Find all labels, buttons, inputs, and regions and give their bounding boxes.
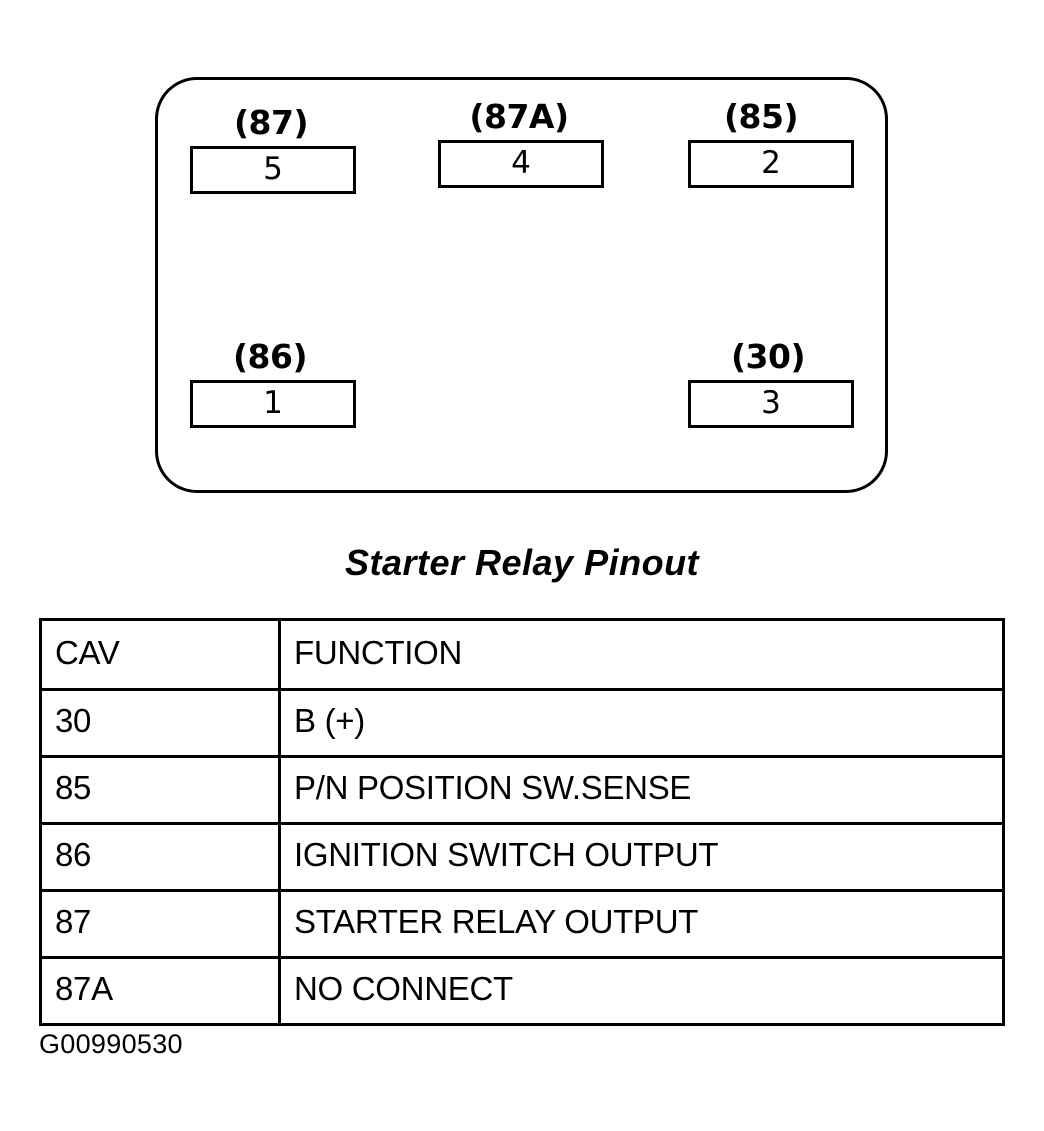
- pinout-table: CAV FUNCTION 30 B (+) 85 P/N POSITION SW…: [39, 618, 1005, 1026]
- cell-cav: 87A: [39, 956, 281, 1026]
- terminal-30-label: (30): [730, 337, 806, 376]
- terminal-85-number: 2: [761, 144, 781, 181]
- cell-function: IGNITION SWITCH OUTPUT: [278, 822, 1005, 892]
- figure-id-code: G00990530: [39, 1029, 183, 1059]
- terminal-30-box: 3: [688, 380, 854, 428]
- terminal-86: (86) 1: [190, 340, 356, 428]
- column-header-function: FUNCTION: [278, 618, 1005, 691]
- table-row: 85 P/N POSITION SW.SENSE: [39, 755, 1005, 825]
- table-header-row: CAV FUNCTION: [39, 618, 1005, 691]
- table-row: 30 B (+): [39, 688, 1005, 758]
- cell-function: NO CONNECT: [278, 956, 1005, 1026]
- terminal-87-box: 5: [190, 146, 356, 194]
- cell-cav: 87: [39, 889, 281, 959]
- terminal-86-number: 1: [263, 384, 283, 421]
- table-row: 86 IGNITION SWITCH OUTPUT: [39, 822, 1005, 892]
- terminal-87a: (87A) 4: [438, 100, 604, 188]
- table-row: 87A NO CONNECT: [39, 956, 1005, 1026]
- terminal-87a-box: 4: [438, 140, 604, 188]
- terminal-85: (85) 2: [688, 100, 854, 188]
- column-header-cav: CAV: [39, 618, 281, 691]
- cell-function: P/N POSITION SW.SENSE: [278, 755, 1005, 825]
- cell-cav: 86: [39, 822, 281, 892]
- cell-cav: 85: [39, 755, 281, 825]
- terminal-85-label: (85): [723, 97, 799, 136]
- terminal-86-label: (86): [232, 337, 308, 376]
- relay-pinout-diagram: (87) 5 (87A) 4 (85) 2 (86) 1 (30) 3: [0, 0, 1044, 520]
- terminal-87: (87) 5: [190, 106, 356, 194]
- terminal-87a-number: 4: [511, 144, 531, 181]
- terminal-87-label: (87): [233, 103, 309, 142]
- terminal-87-number: 5: [263, 150, 283, 187]
- cell-function: B (+): [278, 688, 1005, 758]
- terminal-30: (30) 3: [688, 340, 854, 428]
- terminal-87a-label: (87A): [469, 97, 569, 136]
- terminal-85-box: 2: [688, 140, 854, 188]
- terminal-30-number: 3: [761, 384, 781, 421]
- cell-function: STARTER RELAY OUTPUT: [278, 889, 1005, 959]
- cell-cav: 30: [39, 688, 281, 758]
- table-row: 87 STARTER RELAY OUTPUT: [39, 889, 1005, 959]
- diagram-caption: Starter Relay Pinout: [344, 542, 700, 583]
- terminal-86-box: 1: [190, 380, 356, 428]
